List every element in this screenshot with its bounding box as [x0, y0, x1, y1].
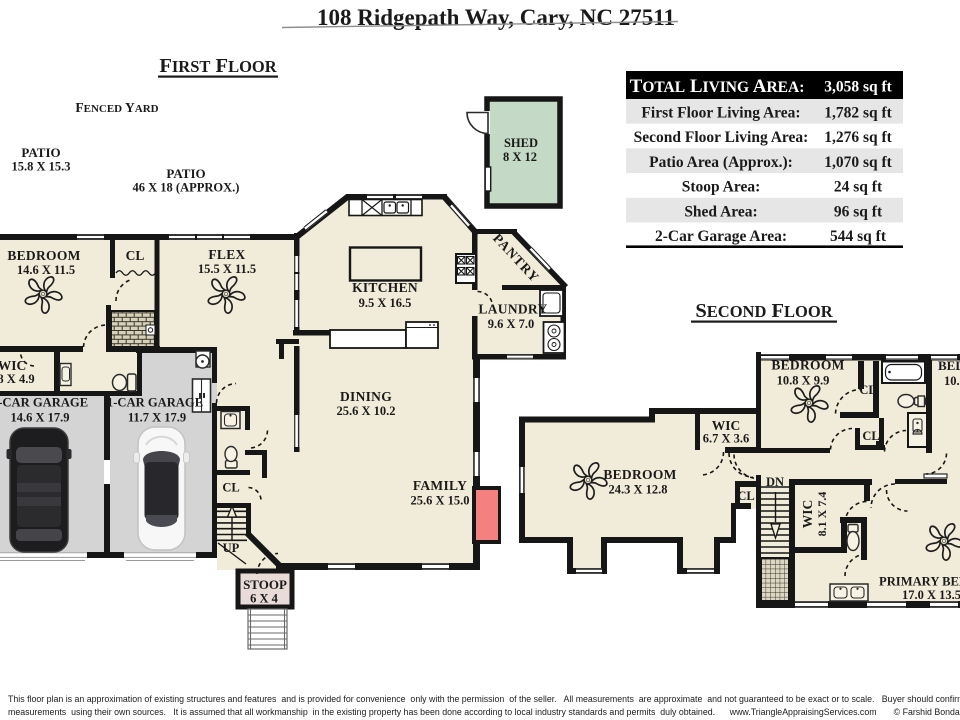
- svg-text:9.5 X 16.5: 9.5 X 16.5: [359, 296, 412, 310]
- svg-text:CL: CL: [862, 429, 879, 443]
- svg-text:14.6 X 17.9: 14.6 X 17.9: [10, 411, 69, 425]
- svg-text:46 X 18 (APPROX.): 46 X 18 (APPROX.): [133, 181, 240, 195]
- svg-text:2-CAR GARAGE: 2-CAR GARAGE: [0, 396, 88, 410]
- svg-text:96 sq ft: 96 sq ft: [834, 203, 883, 220]
- svg-text:11.7 X 17.9: 11.7 X 17.9: [128, 411, 186, 425]
- svg-text:Shed Area:: Shed Area:: [684, 203, 757, 220]
- svg-text:BEDROOM: BEDROOM: [938, 358, 960, 373]
- svg-text:1,276 sq ft: 1,276 sq ft: [824, 129, 892, 146]
- svg-text:17.0 X 13.5: 17.0 X 13.5: [902, 588, 960, 602]
- svg-text:PATIO: PATIO: [21, 145, 60, 160]
- svg-text:DINING: DINING: [340, 389, 392, 404]
- svg-text:15.5 X 11.5: 15.5 X 11.5: [198, 262, 256, 276]
- svg-text:BEDROOM: BEDROOM: [7, 248, 80, 263]
- svg-text:FENCED YARD: FENCED YARD: [75, 100, 158, 115]
- svg-text:25.6 X 10.2: 25.6 X 10.2: [336, 404, 395, 418]
- svg-text:STOOP: STOOP: [243, 577, 287, 592]
- svg-text:3,058 sq ft: 3,058 sq ft: [824, 79, 892, 96]
- svg-text:8 X 12: 8 X 12: [503, 150, 537, 164]
- svg-text:8.1 X 7.4: 8.1 X 7.4: [815, 492, 829, 537]
- svg-text:10.3 X 11.2: 10.3 X 11.2: [944, 374, 960, 388]
- svg-text:14.6 X 11.5: 14.6 X 11.5: [17, 263, 75, 277]
- svg-text:6 X 4: 6 X 4: [250, 592, 279, 606]
- svg-text:FAMILY: FAMILY: [413, 478, 467, 493]
- svg-text:This floor plan is an approxim: This floor plan is an approximation of e…: [8, 694, 960, 704]
- svg-text:Patio Area (Approx.):: Patio Area (Approx.):: [649, 154, 793, 171]
- svg-text:SECOND FLOOR: SECOND FLOOR: [695, 300, 833, 322]
- svg-text:1,070 sq ft: 1,070 sq ft: [824, 154, 892, 171]
- svg-text:LAUNDRY: LAUNDRY: [478, 302, 547, 317]
- svg-text:PRIMARY BEDROOM: PRIMARY BEDROOM: [879, 575, 960, 589]
- svg-text:DN: DN: [766, 475, 784, 489]
- svg-text:FLEX: FLEX: [208, 247, 245, 262]
- svg-text:BEDROOM: BEDROOM: [603, 467, 676, 482]
- svg-text:24 sq ft: 24 sq ft: [834, 179, 883, 196]
- svg-text:FIRST FLOOR: FIRST FLOOR: [159, 55, 277, 77]
- svg-text:CL: CL: [126, 248, 145, 263]
- svg-text:CL: CL: [859, 383, 876, 397]
- svg-text:CL: CL: [737, 489, 754, 503]
- svg-text:10.8 X 9.9: 10.8 X 9.9: [777, 374, 830, 388]
- svg-text:2-Car Garage Area:: 2-Car Garage Area:: [655, 228, 787, 245]
- svg-text:SHED: SHED: [504, 136, 538, 150]
- svg-text:544 sq ft: 544 sq ft: [830, 228, 887, 245]
- svg-text:1-CAR GARAGE: 1-CAR GARAGE: [107, 396, 203, 410]
- svg-text:KITCHEN: KITCHEN: [352, 280, 418, 295]
- svg-text:TOTAL LIVING AREA:: TOTAL LIVING AREA:: [630, 76, 805, 97]
- svg-text:24.3 X 12.8: 24.3 X 12.8: [608, 483, 667, 497]
- svg-text:CL: CL: [222, 481, 239, 495]
- svg-text:6.7 X 3.6: 6.7 X 3.6: [703, 432, 750, 446]
- svg-text:Second Floor Living Area:: Second Floor Living Area:: [634, 129, 809, 146]
- svg-text:9.6 X 7.0: 9.6 X 7.0: [488, 317, 535, 331]
- svg-text:WIC: WIC: [0, 358, 26, 373]
- svg-text:WIC: WIC: [712, 418, 741, 433]
- svg-text:1,782 sq ft: 1,782 sq ft: [824, 105, 892, 122]
- svg-text:BEDROOM: BEDROOM: [771, 358, 844, 373]
- svg-text:15.8 X 15.3: 15.8 X 15.3: [11, 160, 70, 174]
- svg-text:measurements using their own: measurements using their own sources. It…: [8, 707, 960, 717]
- svg-text:UP: UP: [223, 541, 240, 555]
- svg-text:Stoop Area:: Stoop Area:: [682, 179, 761, 196]
- svg-text:PATIO: PATIO: [166, 166, 205, 181]
- svg-text:25.6 X 15.0: 25.6 X 15.0: [410, 494, 469, 508]
- svg-text:8 X 4.9: 8 X 4.9: [0, 372, 35, 386]
- svg-text:WIC: WIC: [800, 500, 815, 529]
- svg-text:First Floor Living Area:: First Floor Living Area:: [641, 105, 800, 122]
